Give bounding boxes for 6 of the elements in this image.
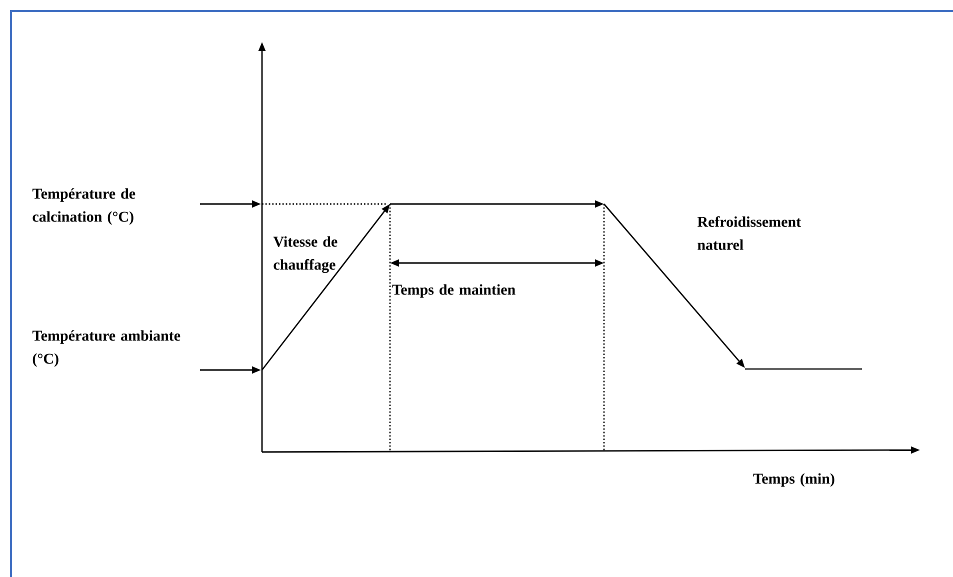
axis-label: Temps (min) — [753, 473, 834, 487]
axis-label: Refroidissement naturel — [697, 216, 801, 250]
axis-label: Température ambiante (°C) — [32, 330, 180, 367]
axis-label: Vitesse de chauffage — [273, 236, 338, 273]
axis-label: Temps de maintien — [392, 284, 516, 298]
axis-label: Température de calcination (°C) — [32, 188, 136, 225]
